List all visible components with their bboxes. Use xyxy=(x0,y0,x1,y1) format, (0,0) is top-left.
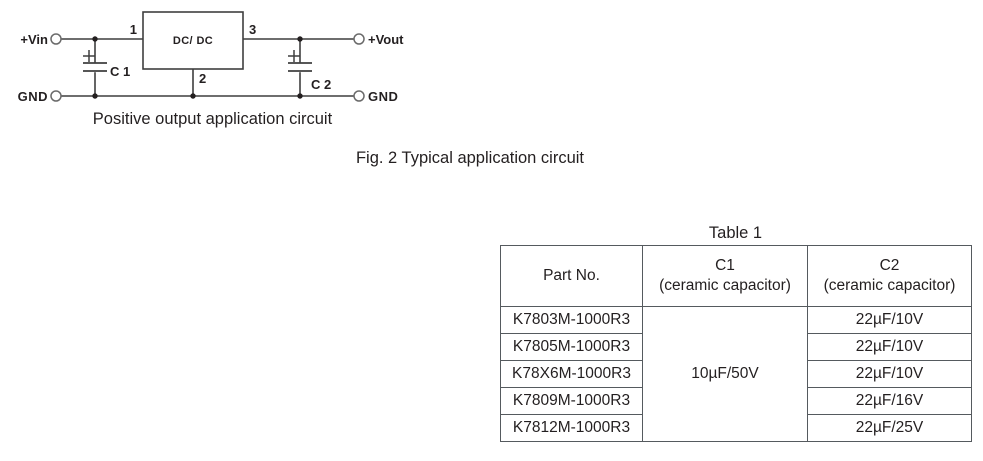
table-header-row: Part No. C1 (ceramic capacitor) C2 (cera… xyxy=(500,245,972,307)
terminal-gnd-right-circle xyxy=(353,90,365,102)
header-c2-title: C2 xyxy=(879,257,900,275)
cell-part-no: K7805M-1000R3 xyxy=(500,333,643,361)
dcdc-block xyxy=(142,11,244,70)
terminal-label-gnd-left: GND xyxy=(18,89,48,104)
table-row: K7803M-1000R3 10µF/50V 22µF/10V xyxy=(500,306,972,442)
junction-dot-vout xyxy=(297,36,303,42)
terminal-vin-circle xyxy=(50,33,62,45)
table-row: K7812M-1000R3 22µF/25V xyxy=(500,414,972,442)
header-part-no: Part No. xyxy=(500,245,643,307)
pin-number-3: 3 xyxy=(249,22,256,37)
cell-c2-value: 22µF/10V xyxy=(807,360,972,388)
capacitor-label-c1: C 1 xyxy=(110,64,130,79)
terminal-vout-circle xyxy=(353,33,365,45)
cell-c2-value: 22µF/10V xyxy=(807,333,972,361)
terminal-gnd-left-circle xyxy=(50,90,62,102)
capacitor-label-c2: C 2 xyxy=(311,77,331,92)
junction-dot-gnd-right xyxy=(297,93,303,99)
junction-dot-gnd-left xyxy=(92,93,98,99)
table-row: K78X6M-1000R3 22µF/10V xyxy=(500,360,972,388)
header-c2: C2 (ceramic capacitor) xyxy=(807,245,972,307)
terminal-label-vin: +Vin xyxy=(20,32,48,47)
capacitor-selection-table: Part No. C1 (ceramic capacitor) C2 (cera… xyxy=(500,245,972,442)
dcdc-block-label: DC/ DC xyxy=(173,35,213,47)
cell-part-no: K7812M-1000R3 xyxy=(500,414,643,442)
header-c1-subtitle: (ceramic capacitor) xyxy=(659,277,791,294)
cell-c2-value: 22µF/10V xyxy=(807,306,972,334)
cell-c1-value: 10µF/50V xyxy=(642,306,808,442)
terminal-label-vout: +Vout xyxy=(368,32,404,47)
junction-dot-vin xyxy=(92,36,98,42)
junction-dot-gnd-mid xyxy=(190,93,196,99)
circuit-subcaption: Positive output application circuit xyxy=(92,110,333,128)
table-title: Table 1 xyxy=(708,224,763,242)
header-c1-title: C1 xyxy=(715,257,735,275)
header-c2-subtitle: (ceramic capacitor) xyxy=(823,277,956,294)
junction-dots xyxy=(92,36,303,99)
application-circuit-diagram: DC/ DC xyxy=(0,0,440,140)
terminal-label-gnd-right: GND xyxy=(368,89,398,104)
cell-c2-value: 22µF/16V xyxy=(807,387,972,415)
cell-c2-value: 22µF/25V xyxy=(807,414,972,442)
figure-caption: Fig. 2 Typical application circuit xyxy=(355,149,585,167)
cell-part-no: K7809M-1000R3 xyxy=(500,387,643,415)
pin-number-2: 2 xyxy=(199,71,206,86)
header-c1: C1 (ceramic capacitor) xyxy=(642,245,808,307)
cell-part-no: K78X6M-1000R3 xyxy=(500,360,643,388)
cell-part-no: K7803M-1000R3 xyxy=(500,306,643,334)
pin-number-1: 1 xyxy=(130,22,137,37)
